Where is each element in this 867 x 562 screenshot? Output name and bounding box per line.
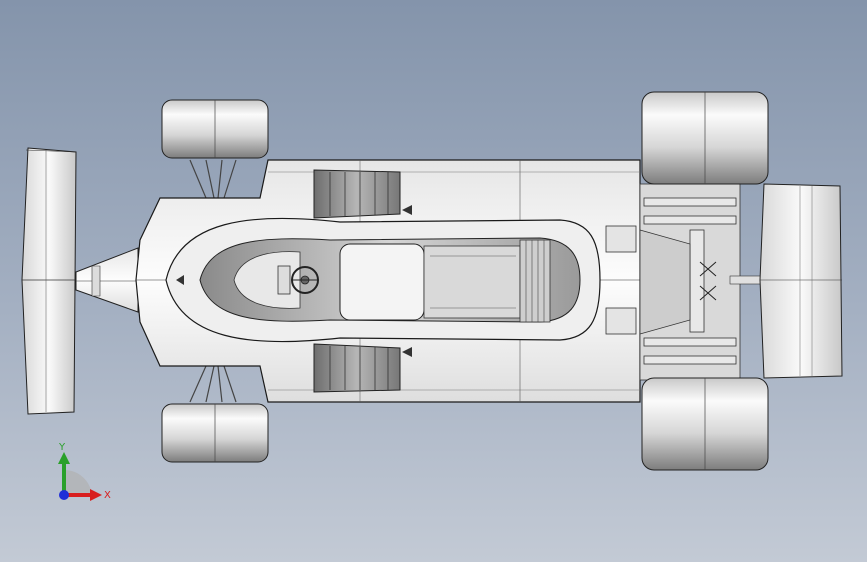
seat[interactable] (339, 239, 551, 323)
sidepod-details (605, 225, 637, 335)
tire-front-right[interactable] (161, 403, 269, 463)
front-suspension (189, 159, 237, 403)
z-axis-dot (59, 490, 69, 500)
x-axis-label: X (104, 490, 111, 501)
side-vent-right (313, 343, 412, 393)
side-vent-left (313, 169, 412, 219)
tire-front-left[interactable] (161, 99, 269, 159)
y-axis-label: Y (58, 442, 66, 453)
front-wing[interactable] (21, 147, 77, 415)
rear-wing[interactable] (759, 183, 843, 379)
nose-cone[interactable] (75, 247, 139, 313)
steering-wheel[interactable] (277, 265, 319, 295)
tire-rear-right[interactable] (641, 377, 769, 471)
tire-rear-left[interactable] (641, 91, 769, 185)
coordinate-triad: Y X (58, 442, 111, 501)
rear-suspension (639, 183, 767, 381)
